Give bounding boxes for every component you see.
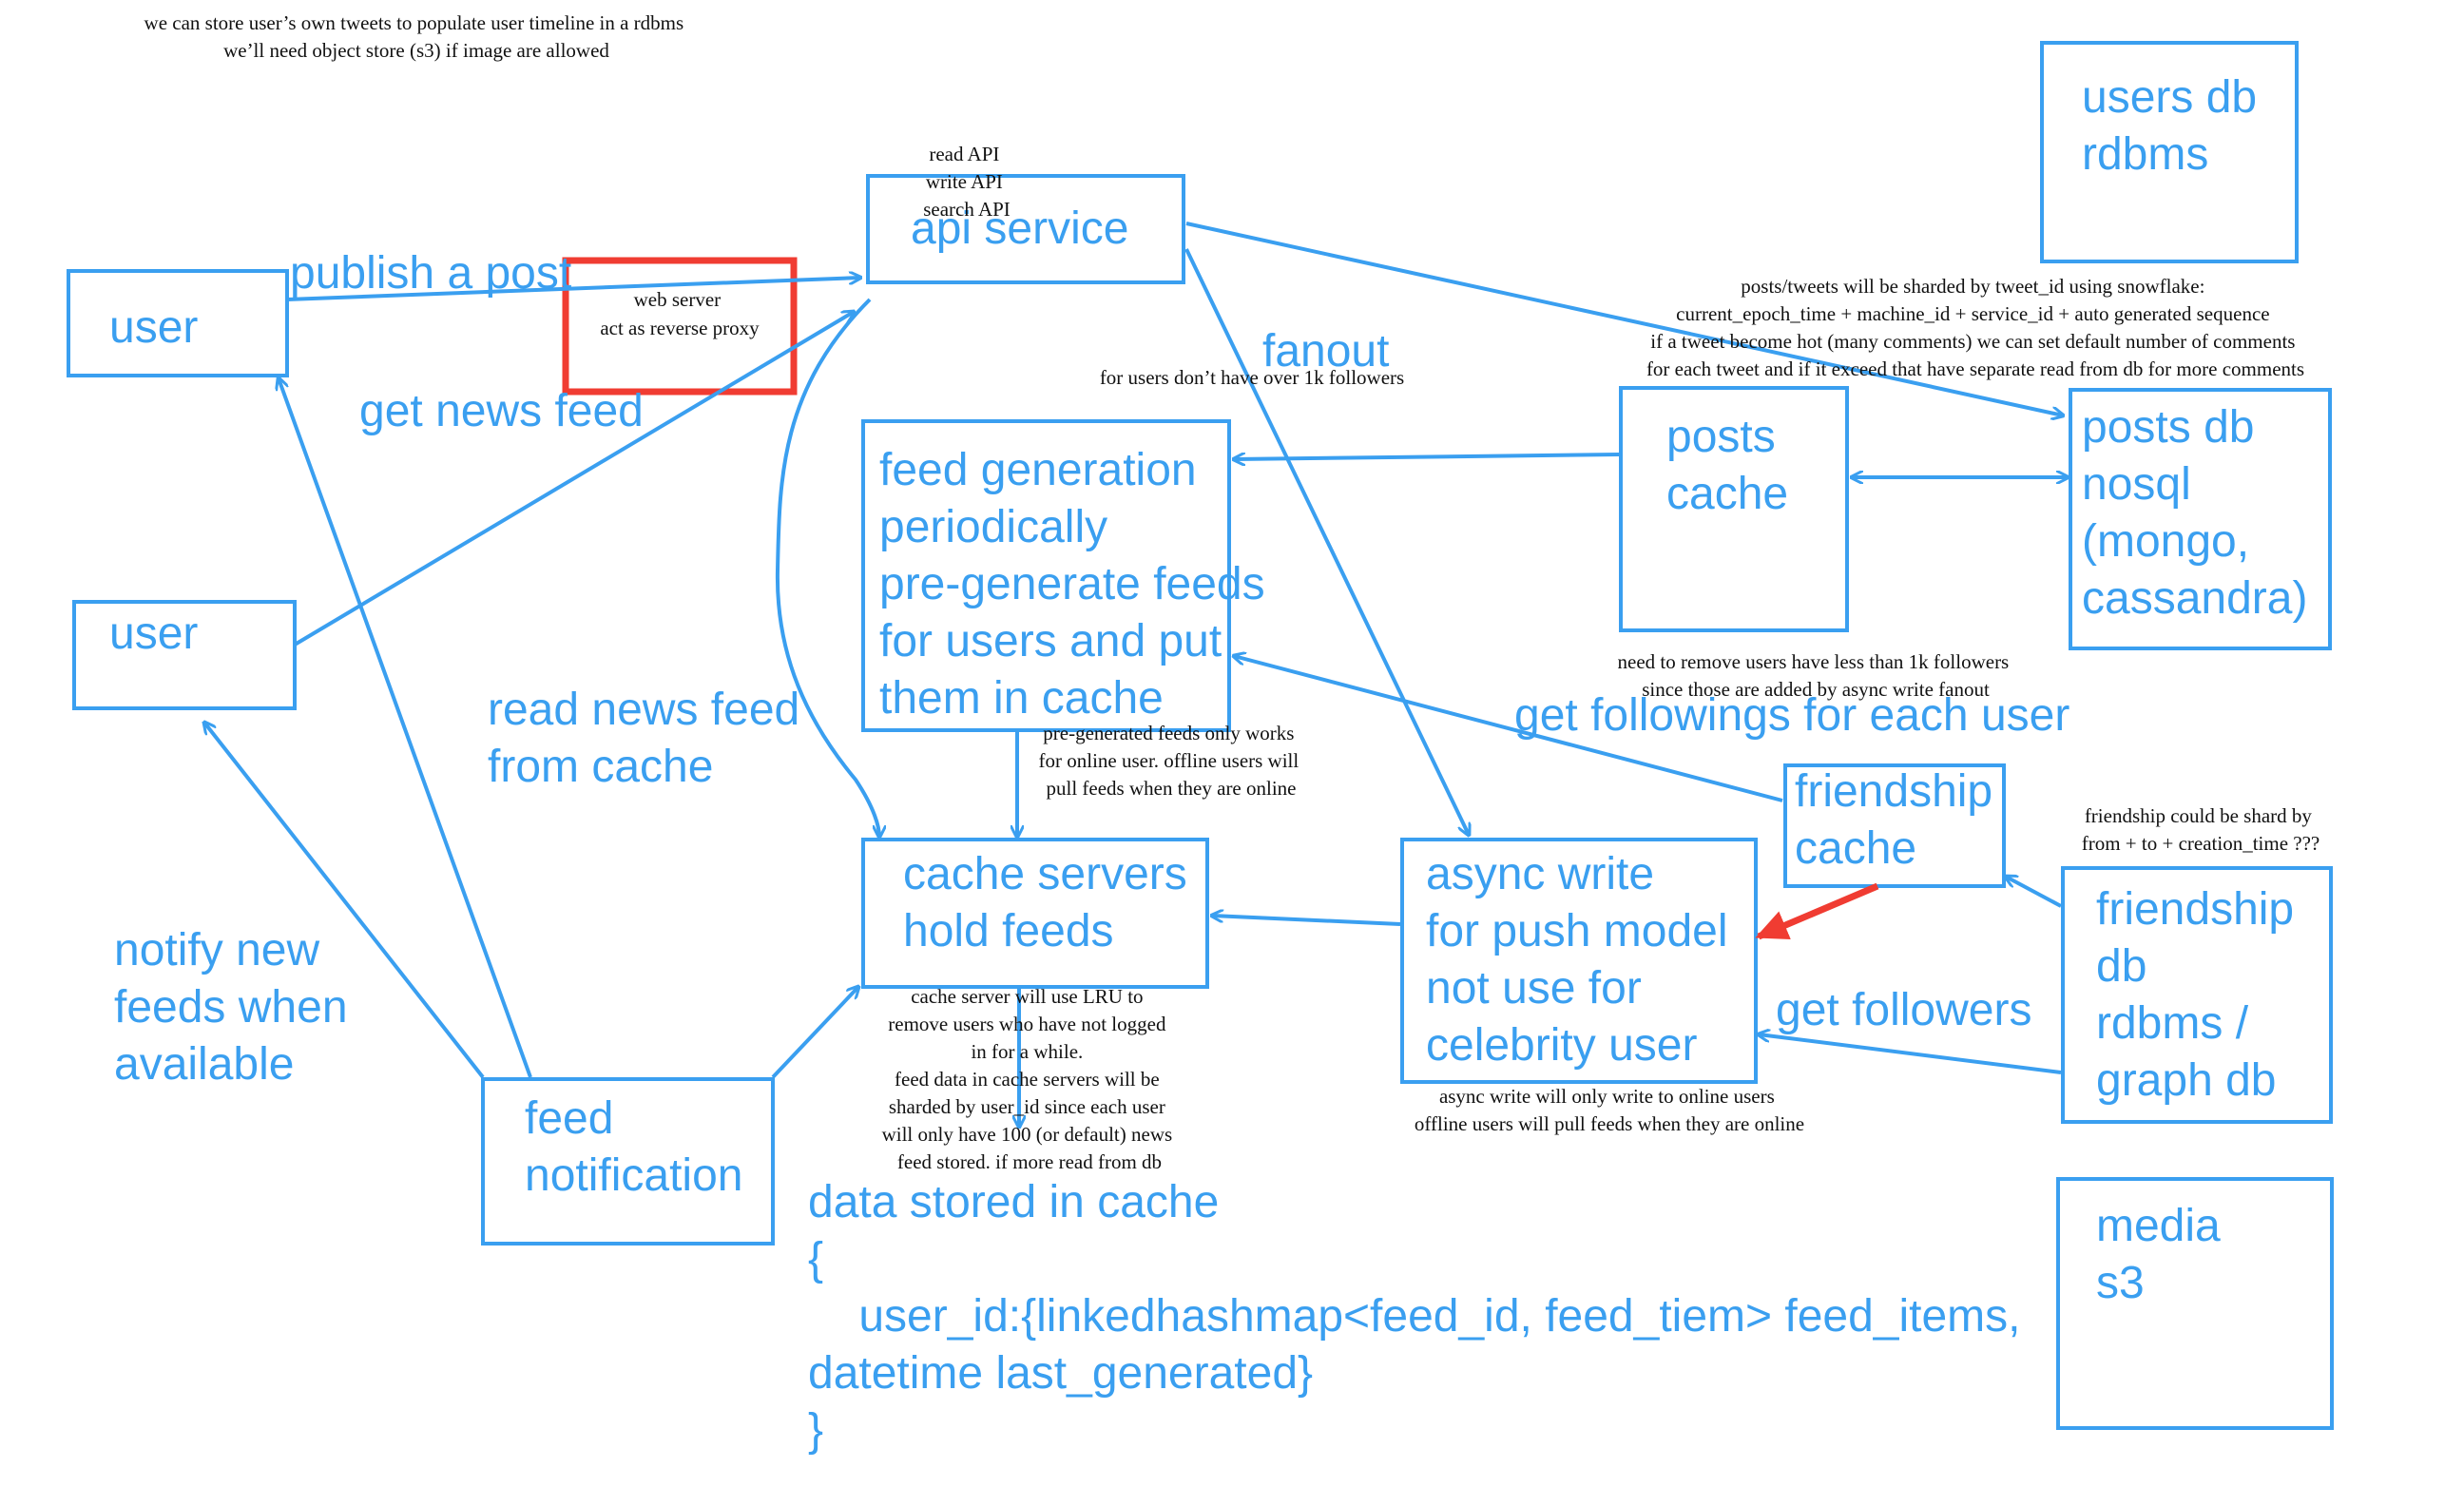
edge-api-to-cache-servers — [775, 298, 879, 837]
feed-generation-label: feed generation periodically pre-generat… — [879, 445, 1278, 724]
users-db-label: users db rdbms — [2082, 72, 2269, 180]
friendship-cache-box — [1783, 763, 2006, 888]
label-get-news-feed: get news feed — [359, 386, 644, 436]
label-get-followings: get followings for each user — [1514, 690, 2069, 741]
edge-api-to-async-write — [1184, 248, 1469, 835]
note-remove-users: need to remove users have less than 1k f… — [1618, 650, 2014, 701]
user-top-label: user — [109, 302, 198, 353]
label-fanout: fanout — [1262, 326, 1389, 377]
friendship-db-box — [2061, 866, 2333, 1124]
feed-notification-label: feed notification — [525, 1093, 742, 1201]
posts-cache-box — [1619, 386, 1849, 632]
note-top-left: we can store user’s own tweets to popula… — [144, 11, 689, 62]
note-sharding: posts/tweets will be sharded by tweet_id… — [1646, 275, 2304, 380]
note-pre-generated: pre-generated feeds only works for onlin… — [1039, 722, 1304, 800]
user-bottom-label: user — [109, 608, 198, 659]
user-bottom-box — [72, 600, 297, 710]
posts-db-box — [2069, 388, 2332, 650]
label-read-news-feed: read news feed from cache — [488, 685, 813, 792]
edge-friendship-cache-to-async-write — [1755, 882, 1879, 940]
async-write-label: async write for push model not use for c… — [1426, 849, 1741, 1071]
edge-user2-to-api — [293, 312, 854, 647]
note-fanout: for users don’t have over 1k followers — [1100, 366, 1404, 389]
posts-cache-label: posts cache — [1666, 412, 1788, 519]
note-friendship-shard: friendship could be shard by from + to +… — [2082, 804, 2320, 855]
cache-servers-label: cache servers hold feeds — [903, 849, 1200, 956]
note-api-list: read API write API search API — [923, 143, 1011, 221]
edge-api-to-posts-db — [1185, 222, 2063, 415]
edge-notification-to-user-top — [279, 378, 532, 1078]
api-service-label: api service — [911, 203, 1128, 254]
user-top-box — [67, 269, 289, 377]
cache-servers-box — [861, 838, 1209, 989]
label-data-stored-in-cache: data stored in cache { user_id:{linkedha… — [808, 1177, 2021, 1456]
posts-db-label: posts db nosql (mongo, cassandra) — [2082, 402, 2307, 624]
edge-user-to-api — [286, 278, 860, 301]
edge-notification-to-cache-servers — [771, 987, 858, 1079]
api-service-box — [866, 174, 1185, 284]
edge-friendship-db-to-async-write — [1759, 1034, 2062, 1074]
edge-notification-to-user-bottom — [204, 723, 485, 1079]
edge-posts-cache-to-feed-gen — [1234, 454, 1620, 459]
feed-generation-box — [861, 419, 1231, 732]
friendship-cache-label: friendship cache — [1795, 766, 2005, 874]
media-box — [2056, 1177, 2334, 1430]
edge-friendship-db-to-friendship-cache — [2006, 877, 2062, 908]
note-lru: cache server will use LRU to remove user… — [882, 985, 1178, 1173]
label-notify-new-feeds: notify new feeds when available — [114, 925, 360, 1090]
media-label: media s3 — [2096, 1201, 2233, 1308]
edge-async-to-cache-servers — [1212, 916, 1401, 926]
users-db-box — [2040, 41, 2299, 263]
async-write-box — [1400, 838, 1758, 1084]
feed-notification-box — [481, 1077, 775, 1246]
web-server-highlight-box — [562, 257, 798, 396]
web-server-label: web server act as reverse proxy — [600, 288, 760, 339]
edge-friendship-cache-to-feed-gen — [1234, 656, 1783, 802]
friendship-db-label: friendship db rdbms / graph db — [2096, 884, 2306, 1106]
label-get-followers: get followers — [1776, 985, 2031, 1035]
note-async-write: async write will only write to online us… — [1415, 1085, 1804, 1135]
label-publish-a-post: publish a post — [290, 248, 571, 299]
